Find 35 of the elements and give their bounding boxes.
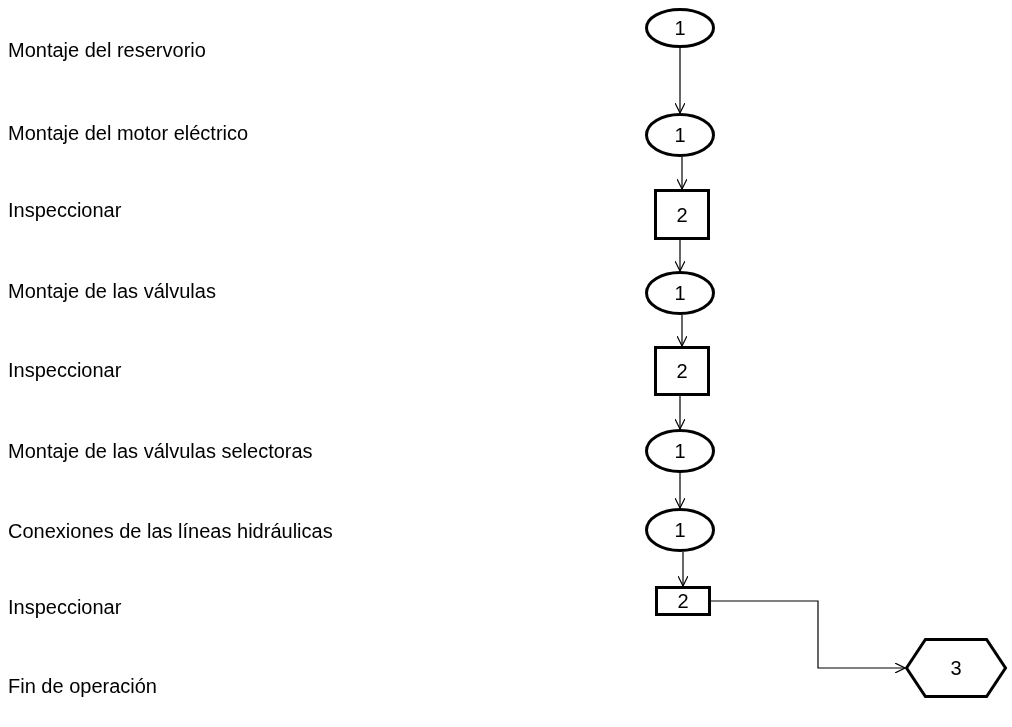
arrow — [674, 239, 686, 272]
step-number: 1 — [674, 125, 686, 145]
arrow — [674, 395, 686, 430]
step-description: Inspeccionar — [8, 597, 122, 617]
step-number: 2 — [676, 204, 688, 225]
arrow — [674, 47, 686, 114]
operation-ellipse — [645, 508, 715, 552]
end-hexagon — [905, 638, 1007, 698]
inspection-box — [654, 346, 710, 396]
step-description: Montaje de las válvulas selectoras — [8, 441, 313, 461]
step-description: Inspeccionar — [8, 360, 122, 380]
arrow — [710, 600, 906, 674]
step-description: Montaje del reservorio — [8, 40, 206, 60]
step-number: 3 — [950, 658, 962, 678]
step-description: Conexiones de las líneas hidráulicas — [8, 521, 333, 541]
arrow — [674, 472, 686, 509]
step-description: Inspeccionar — [8, 200, 122, 220]
operation-ellipse — [645, 8, 715, 48]
step-number: 1 — [674, 441, 686, 461]
step-description: Fin de operación — [8, 676, 157, 696]
operation-ellipse — [645, 429, 715, 473]
step-description: Montaje del motor eléctrico — [8, 123, 249, 143]
step-number: 1 — [674, 520, 686, 540]
arrow — [676, 156, 688, 190]
operation-ellipse — [645, 113, 715, 157]
step-number: 2 — [676, 361, 688, 381]
step-number: 2 — [677, 591, 689, 611]
arrow — [676, 314, 688, 347]
step-number: 1 — [674, 283, 686, 303]
arrow — [677, 551, 689, 587]
step-number: 1 — [674, 18, 686, 38]
inspection-box — [654, 189, 710, 240]
step-description: Montaje de las válvulas — [8, 281, 216, 301]
operation-ellipse — [645, 271, 715, 315]
inspection-box — [655, 586, 711, 616]
